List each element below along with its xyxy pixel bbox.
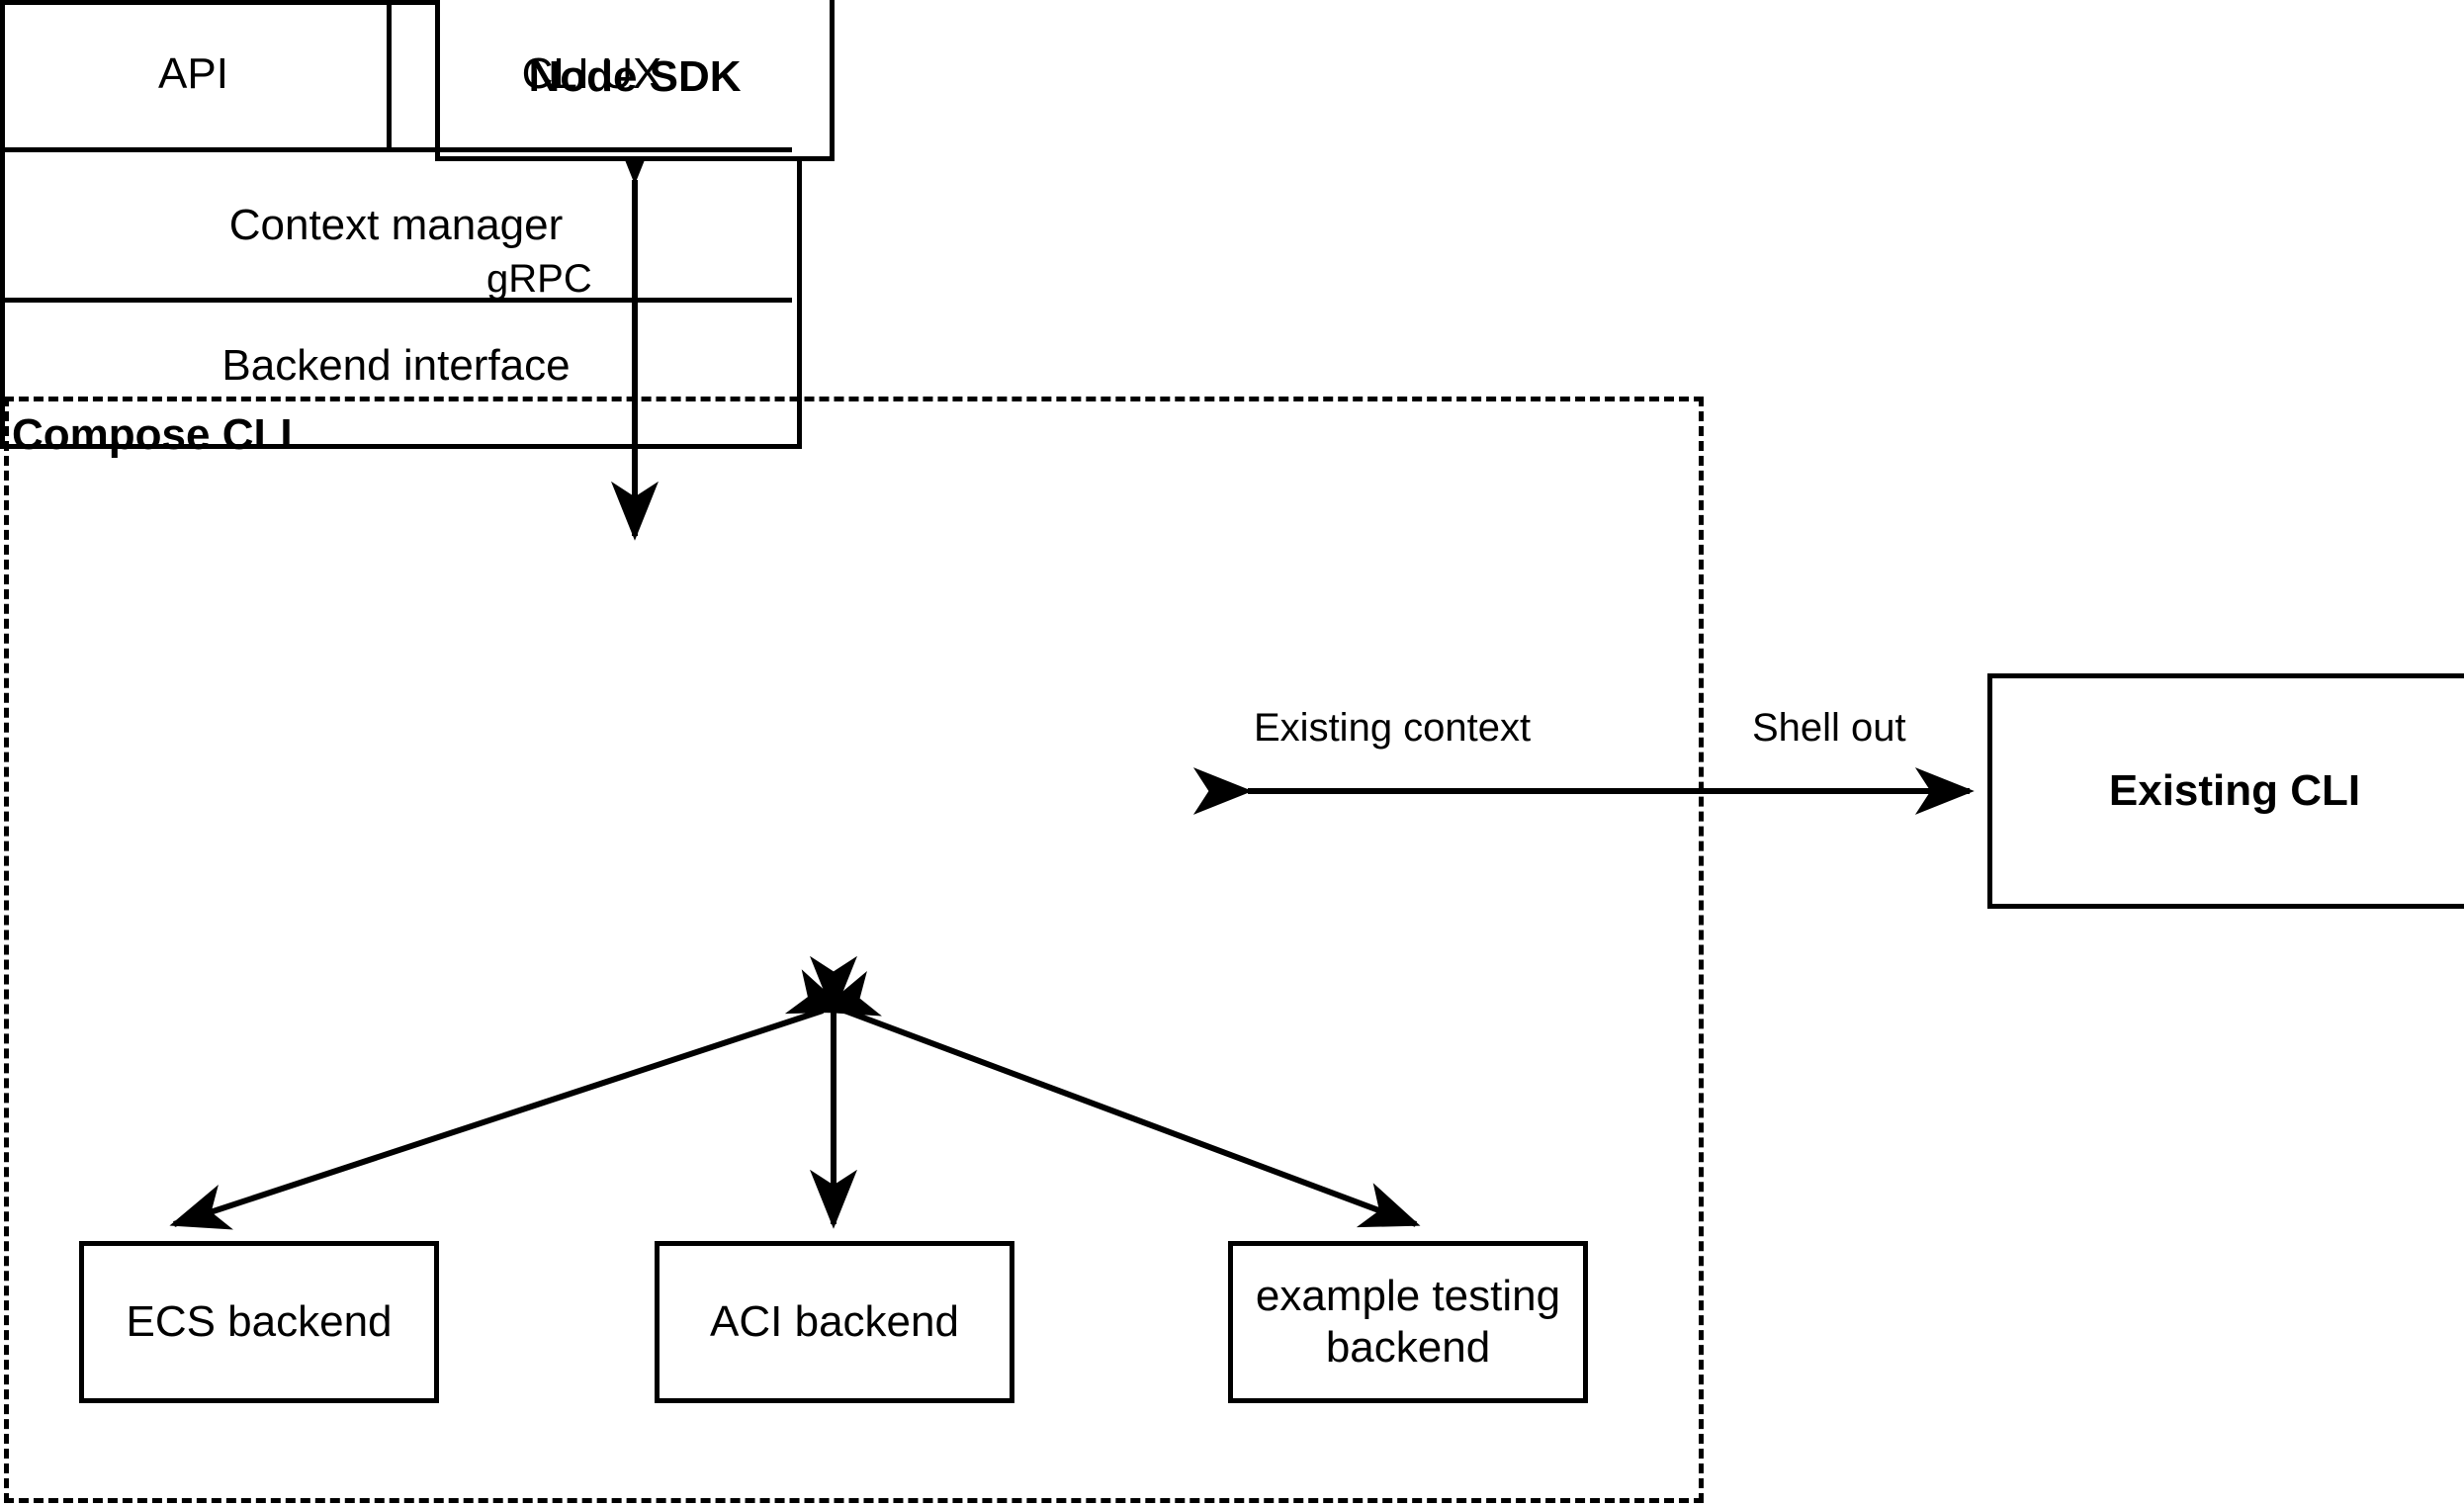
node-example-testing-backend[interactable]: example testing backend [1228,1241,1588,1403]
node-cli-ux-label: CLI UX [521,48,662,98]
node-ecs-backend-label: ECS backend [126,1297,393,1347]
node-backend-interface-label: Backend interface [221,341,571,390]
edge-label-grpc: gRPC [486,257,592,301]
edge-label-existing-context: Existing context [1254,706,1532,750]
node-cli-ux[interactable]: CLI UX [392,0,792,152]
node-aci-backend[interactable]: ACI backend [655,1241,1014,1403]
node-node-sdk-label: Node SDK [528,51,742,101]
node-api-label: API [158,48,228,98]
node-aci-backend-label: ACI backend [710,1297,959,1347]
edge-label-shell-out: Shell out [1752,706,1906,750]
node-node-sdk[interactable]: Node SDK [435,0,835,161]
node-example-testing-backend-label: example testing backend [1255,1272,1561,1372]
group-compose-cli-label: Compose CLI [12,410,293,459]
group-compose-cli-boundary [4,397,1704,1503]
node-context-manager[interactable]: Context manager [0,152,792,303]
node-compose-cli-stack: API CLI UX Context manager Backend inter… [0,0,802,449]
node-existing-cli-label: Existing CLI [2108,766,2361,816]
node-ecs-backend[interactable]: ECS backend [79,1241,439,1403]
node-backend-interface[interactable]: Backend interface [0,303,792,429]
node-existing-cli[interactable]: Existing CLI [1987,673,2464,909]
node-context-manager-label: Context manager [228,200,564,249]
node-api[interactable]: API [0,0,392,152]
